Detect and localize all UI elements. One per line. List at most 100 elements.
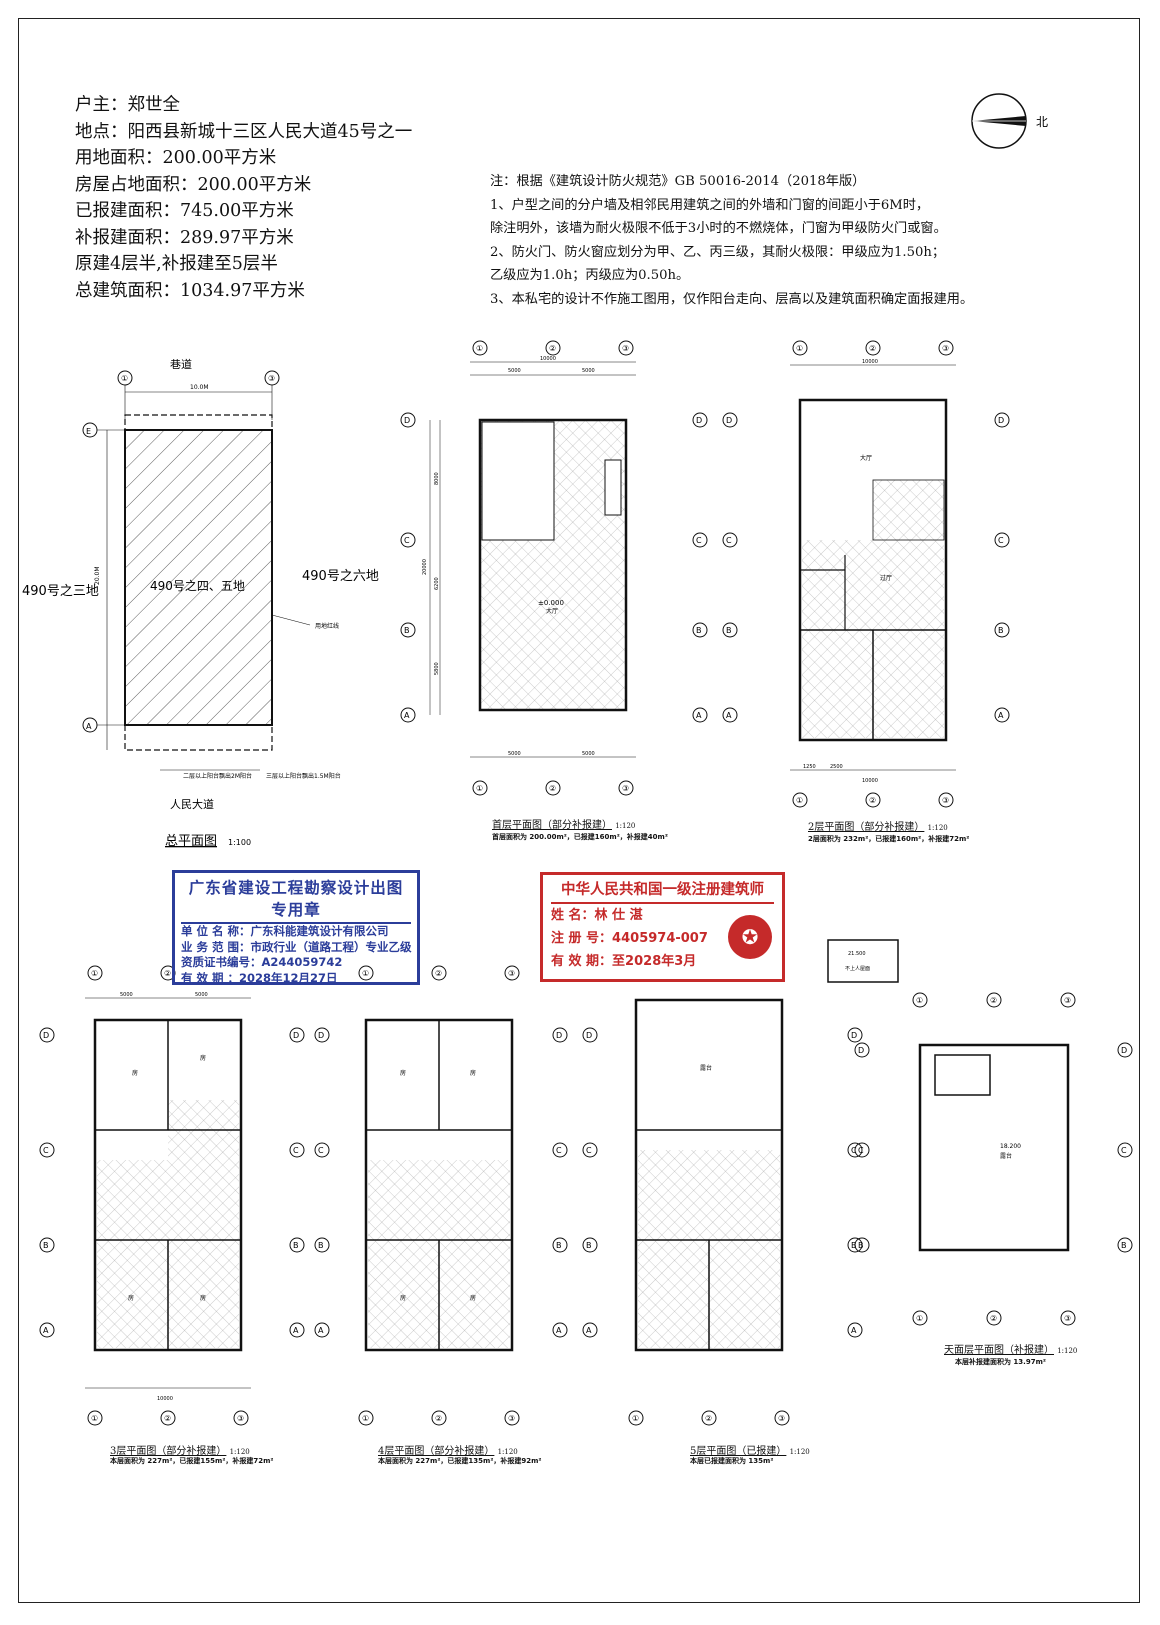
dim-text: 5000	[582, 751, 595, 757]
stamp-red-valid: 有 效 期：至2028年3月	[551, 954, 697, 969]
grid-label-B: B	[293, 1241, 299, 1250]
grid-label-D: D	[293, 1031, 299, 1040]
grid-label-1: ①	[476, 784, 483, 793]
floor5-area-note: 本层已报建面积为 135m²	[690, 1457, 774, 1465]
floor4-room: 房	[400, 1294, 406, 1302]
floor4-plan: ① ② ③ 房 房 房 房 D C B A D C B A ① ② ③	[314, 965, 568, 1426]
north-label: 北	[1036, 115, 1048, 129]
note-line: 1、户型之间的分户墙及相邻民用建筑之间的外墙和门窗的间距小于6M时，	[490, 197, 930, 213]
grid-label-B: B	[851, 1241, 857, 1250]
stamp-blue-title: 广东省建设工程勘察设计出图专用章	[181, 876, 411, 924]
floor3-room: 房	[132, 1069, 138, 1077]
note-line: 乙级应为1.0h；丙级应为0.50h。	[490, 268, 690, 283]
grid-label-2: ②	[869, 344, 876, 353]
project-info: 户主：郑世全 地点：阳西县新城十三区人民大道45号之一 用地面积：200.00平…	[75, 92, 412, 304]
floor3-room: 房	[200, 1054, 206, 1062]
floor4-title: 4层平面图（部分补报建）	[378, 1446, 495, 1457]
grid-label-A: A	[86, 722, 92, 731]
floor1-elevation: ±0.000	[538, 599, 564, 607]
dim-text: 10000	[862, 778, 878, 784]
roof-plan: 21.500 不上人屋面 ① ② ③ 18.200 露台 D C B D C B…	[827, 939, 1133, 1326]
floor3-room: 房	[200, 1294, 206, 1302]
grid-label-C: C	[318, 1146, 324, 1155]
location-line: 地点：阳西县新城十三区人民大道45号之一	[75, 121, 413, 142]
grid-label-2: ②	[549, 784, 556, 793]
grid-label-2: ②	[164, 1414, 171, 1423]
land-area-line: 用地面积：200.00平方米	[75, 148, 277, 168]
dim-text: 20000	[422, 559, 428, 575]
grid-label-2: ②	[990, 1314, 997, 1323]
floor1-scale: 1:120	[615, 822, 636, 830]
roof-scale: 1:120	[1057, 1347, 1078, 1355]
grid-label-D: D	[556, 1031, 562, 1040]
grid-label-3: ③	[508, 1414, 515, 1423]
grid-label-D: D	[404, 416, 410, 425]
grid-label-1: ①	[362, 969, 369, 978]
grid-label-3: ③	[1064, 1314, 1071, 1323]
grid-label-3: ③	[237, 1414, 244, 1423]
floor2-title: 2层平面图（部分补报建）	[808, 822, 925, 833]
floor3-plan: ① ② 5000 5000 房 房 房 房 D C B A D C B A 10…	[39, 965, 305, 1426]
floor2-scale: 1:120	[927, 824, 948, 832]
floor1-plan: ① ② ③ 10000 5000 5000 ±0.000 大厅 D C B A …	[400, 340, 708, 796]
grid-label-3: ③	[622, 344, 629, 353]
floor4-caption: 4层平面图（部分补报建） 1:120	[378, 1442, 518, 1457]
dim-text: 1250	[803, 764, 816, 770]
floor2-hall: 过厅	[880, 574, 892, 582]
note-line: 2、防火门、防火窗应划分为甲、乙、丙三级，其耐火极限：甲级应为1.50h；	[490, 244, 946, 260]
site-dim-top: 10.0M	[190, 384, 209, 391]
stamp-red-reg: 注 册 号：4405974-007	[551, 931, 708, 946]
grid-label-1: ①	[632, 1414, 639, 1423]
dim-text: 5000	[120, 992, 133, 998]
floor2-plan: ① ② ③ 10000 大厅 过厅 D C B A D C B A 1250 2…	[722, 340, 1010, 808]
floor4-area-note: 本层面积为 227m²，已报建135m²，补报建92m²	[378, 1457, 542, 1465]
floor1-area-note: 首层面积为 200.00m²，已报建160m²，补报建40m²	[492, 833, 668, 841]
dim-text: 5000	[508, 368, 521, 374]
site-bottom-road: 人民大道	[170, 797, 214, 811]
floor5-scale: 1:120	[789, 1448, 810, 1456]
grid-label-A: A	[318, 1326, 324, 1335]
floor1-room: 大厅	[546, 607, 558, 615]
grid-label-B: B	[1121, 1241, 1127, 1250]
grid-label-C: C	[404, 536, 410, 545]
grid-label-B: B	[556, 1241, 562, 1250]
grid-label-B: B	[726, 626, 732, 635]
floor3-room: 房	[128, 1294, 134, 1302]
roof-small-elevation: 21.500	[848, 951, 866, 957]
grid-label-A: A	[43, 1326, 49, 1335]
grid-label-C: C	[696, 536, 702, 545]
site-balcony-note-1: 二层以上阳台飘出2M阳台	[183, 772, 252, 780]
site-plan-scale: 1:100	[228, 838, 251, 847]
dim-text: 6200	[434, 577, 440, 590]
grid-label-D: D	[858, 1046, 864, 1055]
drawing-frame	[18, 18, 1140, 1603]
grid-label-1: ①	[362, 1414, 369, 1423]
grid-label-A: A	[556, 1326, 562, 1335]
grid-label-3: ③	[942, 344, 949, 353]
north-arrow-icon: 北	[971, 93, 1048, 149]
stamp-blue-valid: 有 效 期 ：2028年12月27日	[181, 970, 338, 985]
grid-label-2: ②	[435, 1414, 442, 1423]
grid-label-D: D	[318, 1031, 324, 1040]
stamp-blue-unit: 单 位 名 称：广东科能建筑设计有限公司	[181, 924, 389, 938]
floor4-scale: 1:120	[497, 1448, 518, 1456]
footprint-area-line: 房屋占地面积：200.00平方米	[75, 174, 312, 195]
grid-label-A: A	[998, 711, 1004, 720]
grid-label-D: D	[998, 416, 1004, 425]
grid-label-C: C	[586, 1146, 592, 1155]
dim-text: 10000	[862, 359, 878, 365]
floor5-plan: 露台 D C B A D C B A ① ② ③	[582, 998, 863, 1426]
site-left-neighbor: 490号之三地	[22, 584, 99, 599]
total-area-line: 总建筑面积：1034.97平方米	[75, 280, 305, 301]
grid-label-C: C	[556, 1146, 562, 1155]
floor4-room: 房	[470, 1069, 476, 1077]
grid-label-C: C	[293, 1146, 299, 1155]
grid-label-2: ②	[164, 969, 171, 978]
roof-caption: 天面层平面图（补报建） 1:120	[944, 1341, 1077, 1356]
grid-label-D: D	[851, 1031, 857, 1040]
grid-label-2: ②	[990, 996, 997, 1005]
roof-area-note: 本层补报建面积为 13.97m²	[955, 1358, 1046, 1366]
grid-label-C: C	[858, 1146, 864, 1155]
grid-label-C: C	[851, 1146, 857, 1155]
